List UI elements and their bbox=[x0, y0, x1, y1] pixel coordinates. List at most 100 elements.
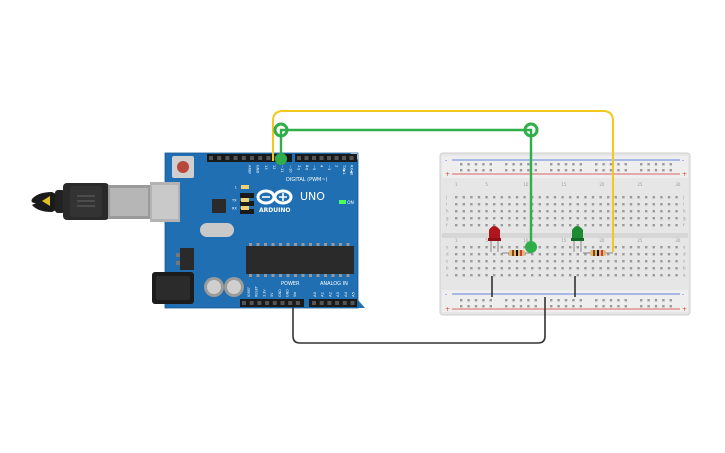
bb-rail-hole[interactable] bbox=[579, 305, 582, 308]
bb-hole[interactable] bbox=[576, 274, 579, 277]
bb-hole[interactable] bbox=[538, 253, 541, 256]
pin-hole[interactable] bbox=[250, 156, 254, 160]
bb-rail-hole[interactable] bbox=[564, 163, 568, 166]
bb-hole[interactable] bbox=[599, 246, 602, 249]
bb-hole[interactable] bbox=[629, 274, 633, 277]
bb-hole[interactable] bbox=[470, 217, 473, 220]
bb-hole[interactable] bbox=[485, 196, 488, 199]
bb-rail-hole[interactable] bbox=[624, 169, 627, 172]
bb-hole[interactable] bbox=[523, 203, 526, 206]
bb-hole[interactable] bbox=[477, 196, 481, 199]
bb-hole[interactable] bbox=[576, 196, 579, 199]
bb-hole[interactable] bbox=[561, 260, 564, 263]
bb-hole[interactable] bbox=[599, 274, 602, 277]
bb-hole[interactable] bbox=[493, 224, 496, 227]
bb-hole[interactable] bbox=[667, 196, 671, 199]
bb-hole[interactable] bbox=[485, 210, 488, 213]
bb-hole[interactable] bbox=[591, 246, 595, 249]
bb-hole[interactable] bbox=[561, 203, 564, 206]
bb-rail-hole[interactable] bbox=[624, 163, 627, 166]
bb-hole[interactable] bbox=[493, 253, 496, 256]
bb-rail-hole[interactable] bbox=[647, 169, 650, 172]
pin-hole[interactable] bbox=[295, 301, 300, 305]
bb-hole[interactable] bbox=[561, 253, 564, 256]
bb-hole[interactable] bbox=[538, 260, 541, 263]
bb-hole[interactable] bbox=[553, 274, 557, 277]
bb-hole[interactable] bbox=[645, 260, 648, 263]
bb-hole[interactable] bbox=[637, 274, 640, 277]
bb-hole[interactable] bbox=[470, 224, 473, 227]
bb-hole[interactable] bbox=[652, 203, 655, 206]
bb-hole[interactable] bbox=[553, 196, 557, 199]
bb-hole[interactable] bbox=[477, 210, 481, 213]
bb-hole[interactable] bbox=[523, 267, 526, 270]
bb-hole[interactable] bbox=[614, 253, 617, 256]
bb-hole[interactable] bbox=[591, 210, 595, 213]
bb-rail-hole[interactable] bbox=[669, 305, 672, 308]
bb-hole[interactable] bbox=[493, 217, 496, 220]
bb-hole[interactable] bbox=[561, 224, 564, 227]
wire-bend-node[interactable] bbox=[273, 122, 289, 138]
bb-hole[interactable] bbox=[546, 224, 549, 227]
bb-hole[interactable] bbox=[629, 203, 633, 206]
bb-hole[interactable] bbox=[523, 196, 526, 199]
bb-rail-hole[interactable] bbox=[654, 163, 658, 166]
bb-hole[interactable] bbox=[569, 267, 572, 270]
bb-hole[interactable] bbox=[455, 217, 458, 220]
bb-hole[interactable] bbox=[645, 203, 648, 206]
bb-hole[interactable] bbox=[591, 260, 595, 263]
bb-hole[interactable] bbox=[538, 246, 541, 249]
bb-hole[interactable] bbox=[477, 203, 481, 206]
bb-hole[interactable] bbox=[569, 224, 572, 227]
bb-hole[interactable] bbox=[493, 203, 496, 206]
bb-rail-hole[interactable] bbox=[534, 305, 537, 308]
bb-rail-hole[interactable] bbox=[640, 169, 643, 172]
bb-hole[interactable] bbox=[553, 224, 557, 227]
bb-hole[interactable] bbox=[576, 217, 579, 220]
bb-hole[interactable] bbox=[569, 210, 572, 213]
bb-hole[interactable] bbox=[667, 217, 671, 220]
bb-rail-hole[interactable] bbox=[467, 163, 470, 166]
bb-rail-hole[interactable] bbox=[550, 169, 553, 172]
bb-hole[interactable] bbox=[538, 224, 541, 227]
bb-hole[interactable] bbox=[629, 267, 633, 270]
pin-hole[interactable] bbox=[319, 156, 324, 160]
bb-hole[interactable] bbox=[645, 224, 648, 227]
bb-hole[interactable] bbox=[660, 274, 663, 277]
bb-hole[interactable] bbox=[675, 253, 678, 256]
bb-hole[interactable] bbox=[629, 210, 633, 213]
bb-hole[interactable] bbox=[462, 274, 465, 277]
bb-hole[interactable] bbox=[455, 267, 458, 270]
bb-hole[interactable] bbox=[675, 217, 678, 220]
bb-hole[interactable] bbox=[493, 196, 496, 199]
bb-hole[interactable] bbox=[508, 267, 511, 270]
bb-rail-hole[interactable] bbox=[647, 299, 650, 302]
pin-hole[interactable] bbox=[249, 301, 254, 305]
pin-hole[interactable] bbox=[242, 301, 246, 305]
bb-hole[interactable] bbox=[591, 274, 595, 277]
green-led[interactable] bbox=[571, 226, 584, 252]
bb-hole[interactable] bbox=[477, 246, 481, 249]
bb-hole[interactable] bbox=[652, 246, 655, 249]
bb-hole[interactable] bbox=[675, 210, 678, 213]
bb-hole[interactable] bbox=[629, 196, 633, 199]
ground-wire[interactable] bbox=[292, 297, 546, 344]
bb-rail-hole[interactable] bbox=[482, 163, 485, 166]
bb-rail-hole[interactable] bbox=[474, 163, 478, 166]
pin-hole[interactable] bbox=[350, 301, 355, 305]
bb-hole[interactable] bbox=[462, 210, 465, 213]
bb-hole[interactable] bbox=[584, 267, 587, 270]
bb-hole[interactable] bbox=[576, 253, 579, 256]
wire-bend-node[interactable] bbox=[523, 122, 539, 138]
bb-hole[interactable] bbox=[614, 246, 617, 249]
bb-hole[interactable] bbox=[584, 224, 587, 227]
bb-rail-hole[interactable] bbox=[512, 299, 515, 302]
bb-hole[interactable] bbox=[645, 210, 648, 213]
bb-hole[interactable] bbox=[462, 253, 465, 256]
bb-hole[interactable] bbox=[660, 260, 663, 263]
bb-hole[interactable] bbox=[553, 260, 557, 263]
bb-hole[interactable] bbox=[652, 267, 655, 270]
bb-hole[interactable] bbox=[569, 246, 572, 249]
bb-hole[interactable] bbox=[500, 224, 503, 227]
bb-hole[interactable] bbox=[470, 203, 473, 206]
